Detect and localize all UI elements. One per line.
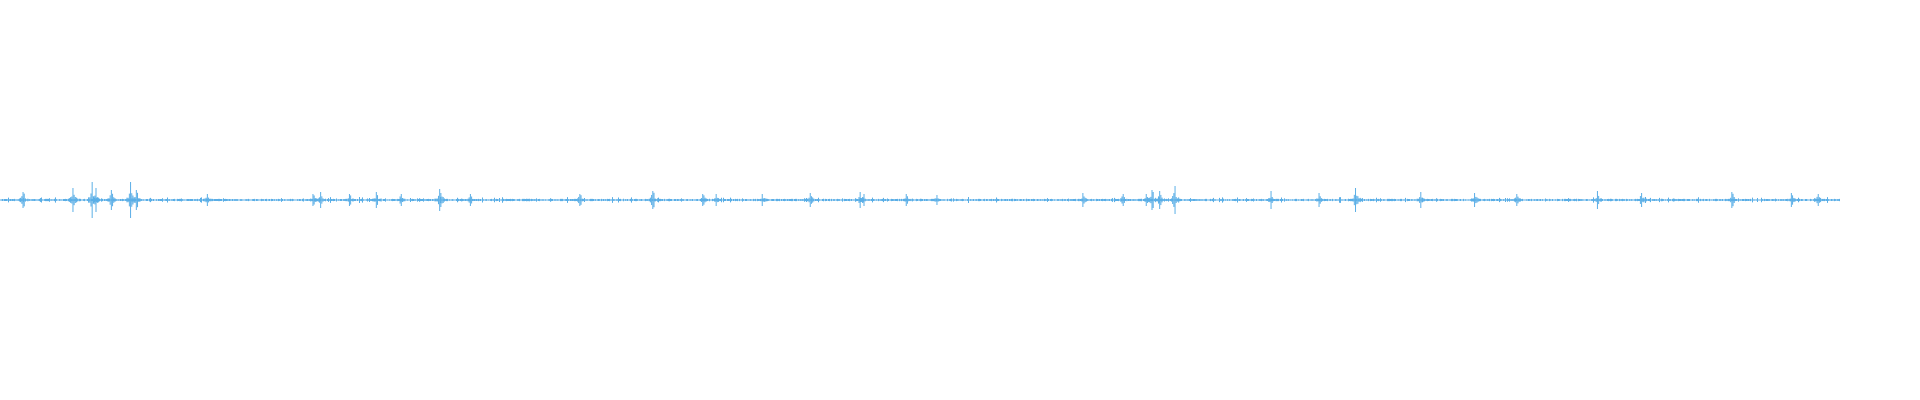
waveform-bars [0, 182, 1840, 218]
